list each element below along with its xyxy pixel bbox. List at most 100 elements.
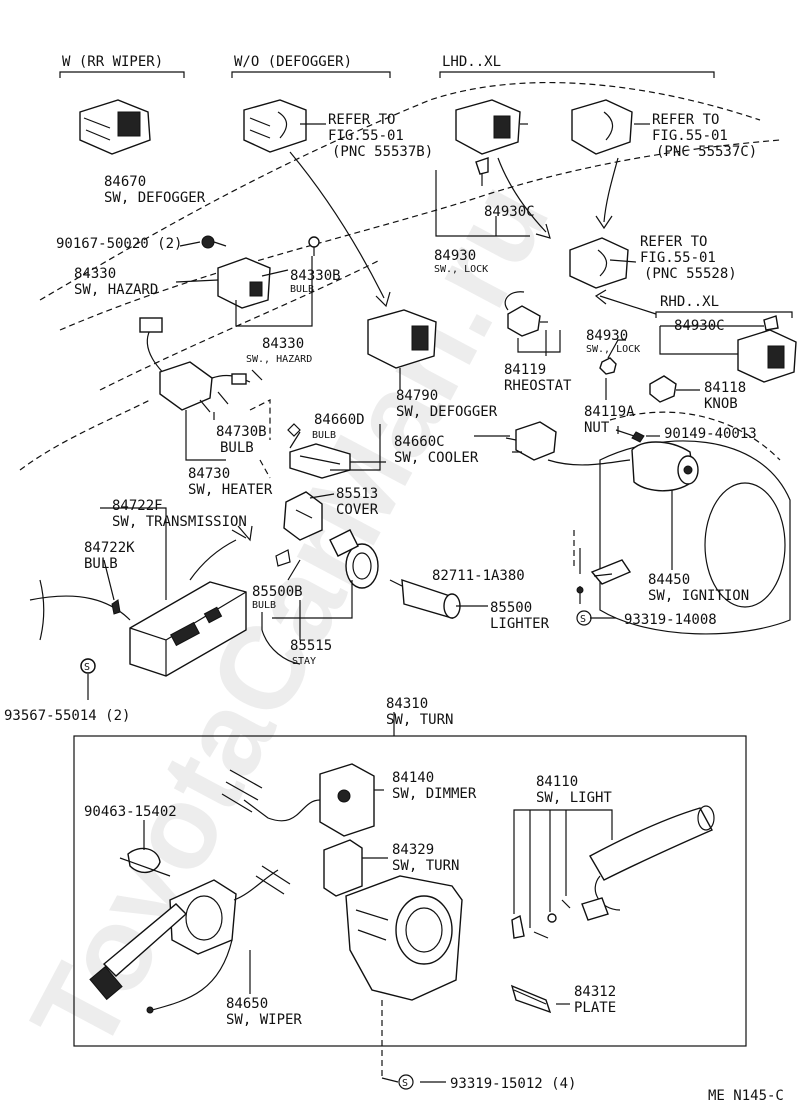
screw-90149-icon xyxy=(615,426,645,443)
label-85515-name: STAY xyxy=(292,656,316,667)
labels: 84670 SW, DEFOGGER REFER TO FIG.55-01 (P… xyxy=(4,112,784,1104)
group-label-lhd-xl: LHD..XL xyxy=(442,54,501,70)
group-wo-defogger: W/O (DEFOGGER) xyxy=(231,54,391,78)
label-84140-name: SW, DIMMER xyxy=(392,786,477,802)
label-84650-name: SW, WIPER xyxy=(226,1012,302,1028)
label-85513-num: 85513 xyxy=(336,486,378,502)
label-93319b: 93319-15012 (4) xyxy=(450,1076,576,1092)
label-84330s-num: 84330 xyxy=(262,336,304,352)
ignition-84450-icon xyxy=(505,421,699,492)
label-84730-name: SW, HEATER xyxy=(188,482,273,498)
screw-93319b-icon xyxy=(381,1000,399,1083)
screw-90167-icon xyxy=(201,235,227,249)
label-84930-a-name: SW., LOCK xyxy=(434,264,488,275)
label-84930-b-num: 84930 xyxy=(586,328,628,344)
label-84110-name: SW, LIGHT xyxy=(536,790,612,806)
label-85500-num: 85500 xyxy=(490,600,532,616)
label-84660c-num: 84660C xyxy=(394,434,445,450)
group-label-rhd-xl: RHD..XL xyxy=(660,294,719,310)
label-93567: 93567-55014 (2) xyxy=(4,708,130,724)
label-refer-a-1: REFER TO xyxy=(328,112,395,128)
label-90167: 90167-50020 (2) xyxy=(56,236,182,252)
label-84118-num: 84118 xyxy=(704,380,746,396)
dashboard-outline xyxy=(19,82,791,641)
refer-arrows xyxy=(289,151,657,315)
label-93319a: 93319-14008 xyxy=(624,612,717,628)
label-refer-b-1: REFER TO xyxy=(652,112,719,128)
screw-mark-93567: S xyxy=(80,658,96,674)
label-84660d-name: BULB xyxy=(312,430,336,441)
knob-84118-icon xyxy=(649,375,677,403)
screw-mark-text-c: S xyxy=(402,1078,408,1089)
label-84118-name: KNOB xyxy=(704,396,738,412)
screw-mark-text-b: S xyxy=(84,662,90,673)
label-84310-name: SW, TURN xyxy=(386,712,453,728)
label-84790-name: SW, DEFOGGER xyxy=(396,404,498,420)
label-84670-name: SW, DEFOGGER xyxy=(104,190,206,206)
label-84310-num: 84310 xyxy=(386,696,428,712)
switch-lhd-b-icon xyxy=(571,99,633,155)
label-90149: 90149-40013 xyxy=(664,426,757,442)
label-84330b-name: BULB xyxy=(290,284,314,295)
label-84722f-num: 84722F xyxy=(112,498,163,514)
clamp-90463-icon xyxy=(119,847,171,877)
label-84119-num: 84119 xyxy=(504,362,546,378)
label-84660d-num: 84660D xyxy=(314,412,365,428)
leader-lines-upper xyxy=(87,123,764,700)
cover-85513-icon xyxy=(283,491,323,541)
label-84730b-name: BULB xyxy=(220,440,254,456)
harness-hazard-icon xyxy=(139,317,251,413)
label-84790-num: 84790 xyxy=(396,388,438,404)
label-84722k-num: 84722K xyxy=(84,540,135,556)
label-84329-name: SW, TURN xyxy=(392,858,459,874)
label-85500-name: LIGHTER xyxy=(490,616,550,632)
label-85500b-name: BULB xyxy=(252,600,276,611)
label-84330b-num: 84330B xyxy=(290,268,341,284)
turn-84329-icon xyxy=(323,839,363,897)
label-84110-num: 84110 xyxy=(536,774,578,790)
label-84312-num: 84312 xyxy=(574,984,616,1000)
label-84930c-a: 84930C xyxy=(484,204,535,220)
dimmer-84140-icon xyxy=(221,763,375,837)
label-84119a-name: NUT xyxy=(584,420,610,436)
switch-wo-defogger-icon xyxy=(243,99,307,153)
label-84730b-num: 84730B xyxy=(216,424,267,440)
switch-84790-icon xyxy=(367,309,437,369)
label-84450-name: SW, IGNITION xyxy=(648,588,749,604)
leader-lines-lower xyxy=(143,789,613,1083)
label-refer-a-2: FIG.55-01 xyxy=(328,128,404,144)
panel-84722f-icon xyxy=(129,525,253,677)
screw-mark-text-a: S xyxy=(580,614,586,625)
drawing-id: ME N145-C xyxy=(708,1088,784,1104)
plate-84312-icon xyxy=(510,984,552,1014)
label-84329-num: 84329 xyxy=(392,842,434,858)
label-refer-b-3: (PNC 55537C) xyxy=(656,144,757,160)
label-84330-num: 84330 xyxy=(74,266,116,282)
label-84930-a-num: 84930 xyxy=(434,248,476,264)
bulb-84722k-icon xyxy=(111,599,121,615)
label-84330-name: SW, HAZARD xyxy=(74,282,158,298)
socket-85515-icon xyxy=(329,529,379,589)
label-84450-num: 84450 xyxy=(648,572,690,588)
label-refer-c-3: (PNC 55528) xyxy=(644,266,737,282)
label-85513-name: COVER xyxy=(336,502,379,518)
group-label-wo-defogger: W/O (DEFOGGER) xyxy=(234,54,352,70)
label-84722k-name: BULB xyxy=(84,556,118,572)
label-84722f-name: SW, TRANSMISSION xyxy=(112,514,247,530)
screw-93319a-icon xyxy=(576,586,584,604)
label-84312-name: PLATE xyxy=(574,1000,616,1016)
rheostat-84119-icon xyxy=(504,291,548,337)
bulb-84330b-icon xyxy=(308,236,320,256)
screw-mark-93319a: S xyxy=(576,610,592,626)
label-84660c-name: SW, COOLER xyxy=(394,450,479,466)
bulb-85500b-icon xyxy=(275,549,291,567)
label-84930c-b: 84930C xyxy=(674,318,725,334)
group-rr-wiper: W (RR WIPER) xyxy=(59,54,185,78)
label-84119-name: RHEOSTAT xyxy=(504,378,572,394)
bracket-82711-icon xyxy=(590,559,632,585)
switch-lhd-a-icon xyxy=(455,99,521,155)
label-84930-b-name: SW., LOCK xyxy=(586,344,640,355)
label-refer-a-3: (PNC 55537B) xyxy=(332,144,433,160)
label-refer-b-2: FIG.55-01 xyxy=(652,128,728,144)
